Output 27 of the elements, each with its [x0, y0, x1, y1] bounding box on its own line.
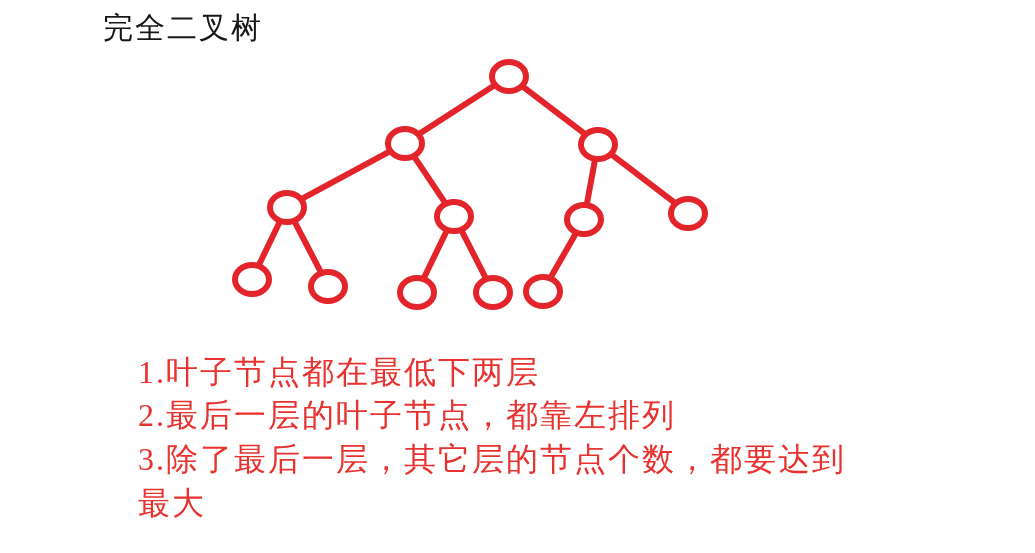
- branch-line: [300, 148, 392, 202]
- node-circle: [578, 126, 618, 162]
- branch-line: [520, 83, 587, 137]
- numbered-note: 3.除了最后一层，其它层的节点个数，都要达到最大: [138, 440, 847, 523]
- branch-line: [291, 219, 324, 274]
- node-circle: [523, 273, 563, 309]
- branch-line: [458, 228, 489, 280]
- node-circle: [267, 189, 307, 225]
- branch-line: [411, 154, 448, 205]
- numbered-note: 2.最后一层的叶子节点，都靠左排列: [138, 396, 676, 435]
- branch-line: [548, 231, 579, 279]
- branch-line: [417, 82, 497, 137]
- branch-line: [609, 151, 677, 206]
- branch-line: [256, 220, 283, 266]
- node-circle: [489, 58, 529, 94]
- node-circle: [564, 201, 604, 237]
- node-circle: [668, 195, 708, 231]
- branch-line: [583, 158, 599, 205]
- node-circle: [434, 198, 474, 234]
- branch-line: [421, 229, 450, 279]
- title: 完全二叉树: [103, 10, 263, 46]
- node-circle: [232, 261, 272, 297]
- node-circle: [385, 125, 425, 161]
- numbered-note: 1.叶子节点都在最低下两层: [138, 353, 540, 392]
- node-circle: [397, 274, 437, 310]
- node-circle: [473, 274, 513, 310]
- node-circle: [308, 268, 348, 304]
